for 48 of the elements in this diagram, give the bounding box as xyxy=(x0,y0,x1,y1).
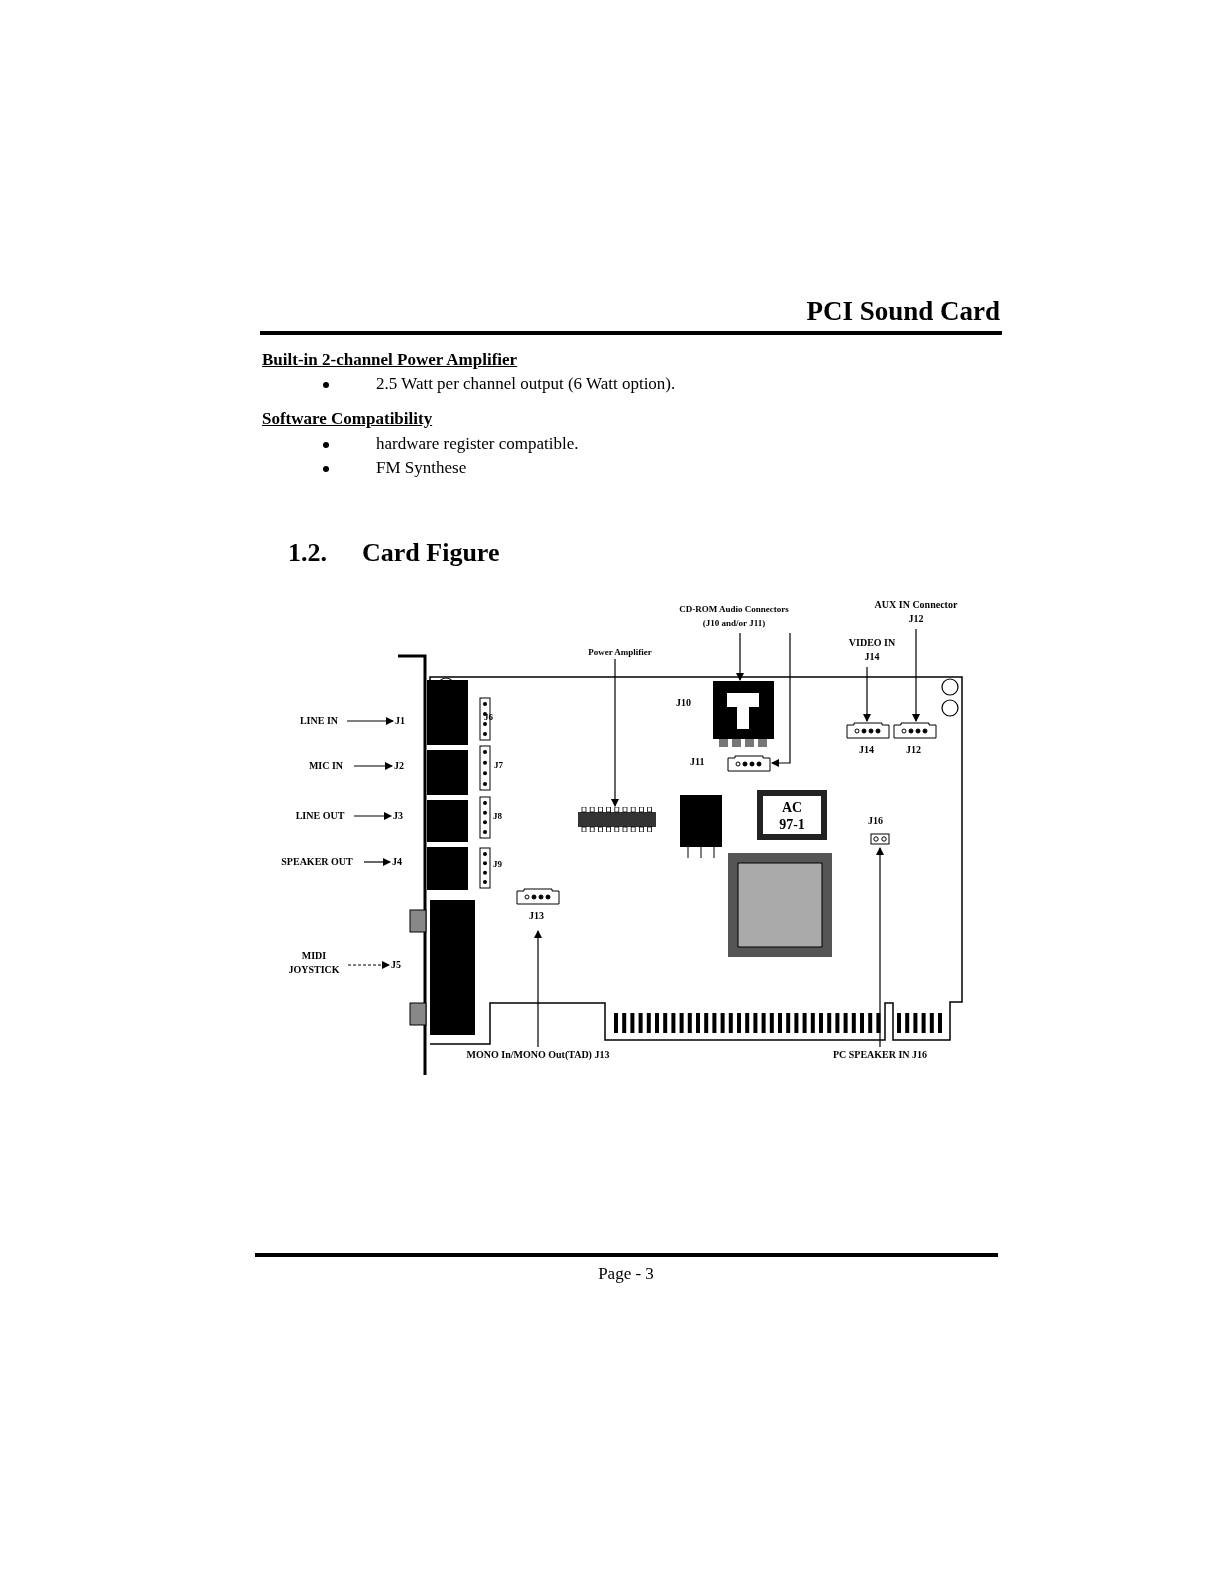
leader-arrow xyxy=(347,961,390,969)
leader-arrow xyxy=(771,632,791,767)
leader-arrow xyxy=(876,847,884,1048)
callout-label: J3 xyxy=(392,809,404,823)
leader-arrow xyxy=(363,858,391,866)
callout-label: SPEAKER OUT xyxy=(272,855,362,869)
leader-arrow xyxy=(611,658,619,807)
leader-arrow xyxy=(353,812,392,820)
part-label: J16 xyxy=(868,815,883,826)
callout-label: CD-ROM Audio Connectors (J10 and/or J11) xyxy=(672,602,796,632)
part-label: J13 xyxy=(529,910,544,921)
leader-arrow xyxy=(912,628,920,722)
part-label: J10 xyxy=(676,697,691,708)
part-label: J9 xyxy=(493,859,502,869)
callout-label: MONO In/MONO Out(TAD) J13 xyxy=(466,1048,610,1078)
section-heading: Software Compatibility xyxy=(262,409,433,429)
leader-arrow xyxy=(863,666,871,722)
callout-label: J5 xyxy=(390,958,402,972)
part-label: J6 xyxy=(484,712,493,722)
callout-label: MIDI JOYSTICK xyxy=(282,949,346,979)
callout-label: LINE IN xyxy=(293,714,345,728)
part-label: J14 xyxy=(859,744,874,755)
bullet-text: 2.5 Watt per channel output (6 Watt option). xyxy=(376,374,676,394)
part-label: J11 xyxy=(690,756,705,767)
page-header: PCI Sound Card xyxy=(806,296,1000,327)
section-heading: Built-in 2-channel Power Amplifier xyxy=(262,350,518,370)
callout-label: J1 xyxy=(394,714,406,728)
section-number: 1.2. xyxy=(288,538,327,568)
leader-arrow xyxy=(346,717,394,725)
callout-label: AUX IN Connector J12 xyxy=(866,598,966,628)
callout-label: PC SPEAKER IN J16 xyxy=(832,1048,928,1078)
leader-arrow xyxy=(736,632,744,681)
callout-label: MIC IN xyxy=(300,759,352,773)
bullet-text: hardware register compatible. xyxy=(376,434,579,454)
page-number: Page - 3 xyxy=(598,1264,654,1284)
callout-label: Power Amplifier xyxy=(574,645,666,658)
callout-label: VIDEO IN J14 xyxy=(847,636,897,666)
part-label: J12 xyxy=(906,744,921,755)
codec-chip: AC 97-1 xyxy=(757,790,827,840)
callout-label: J2 xyxy=(393,759,405,773)
part-label: J7 xyxy=(494,760,503,770)
part-label: J8 xyxy=(493,811,502,821)
leader-arrow xyxy=(534,930,542,1048)
bullet-text: FM Synthese xyxy=(376,458,467,478)
callout-label: J4 xyxy=(391,855,403,869)
leader-arrow xyxy=(353,762,393,770)
callout-label: LINE OUT xyxy=(288,809,352,823)
section-heading: Card Figure xyxy=(362,538,500,568)
